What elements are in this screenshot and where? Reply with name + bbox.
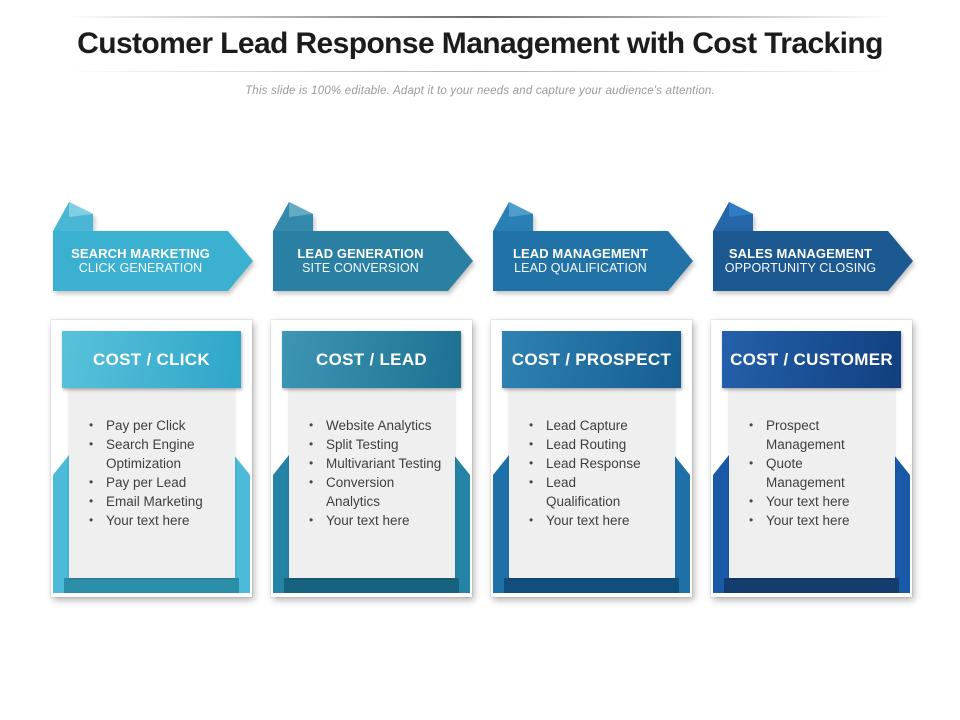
banner-line2: OPPORTUNITY CLOSING bbox=[724, 261, 877, 275]
bullet-dot-icon: • bbox=[749, 418, 754, 432]
list-item: •Your text here bbox=[89, 513, 190, 528]
card-body: •Website Analytics •Split Testing •Multi… bbox=[289, 388, 455, 578]
list-item: •Search Engine Optimization bbox=[89, 437, 195, 471]
list-item: •Your text here bbox=[309, 513, 410, 528]
list-item: •Pay per Click bbox=[89, 418, 186, 433]
banner-label-lead-management: LEAD MANAGEMENT LEAD QUALIFICATION bbox=[493, 231, 668, 291]
banner-line1: SEARCH MARKETING bbox=[71, 246, 210, 261]
list-item: •Website Analytics bbox=[309, 418, 432, 433]
bullet-dot-icon: • bbox=[309, 513, 314, 527]
bullet-dot-icon: • bbox=[309, 418, 314, 432]
bullet-list: •Pay per Click •Search Engine Optimizati… bbox=[69, 388, 235, 530]
list-item: •Lead Capture bbox=[529, 418, 628, 433]
bullet-dot-icon: • bbox=[529, 475, 534, 489]
bullet-dot-icon: • bbox=[529, 437, 534, 451]
card-header: COST / PROSPECT bbox=[502, 331, 681, 388]
banner-line2: CLICK GENERATION bbox=[78, 261, 203, 275]
list-item: •Quote Management bbox=[749, 456, 845, 490]
card-header: COST / CUSTOMER bbox=[722, 331, 901, 388]
list-item: •Your text here bbox=[749, 513, 850, 528]
banner-arrow-sales-management bbox=[713, 202, 913, 291]
banner-line1: SALES MANAGEMENT bbox=[728, 246, 873, 261]
list-item: •Lead Qualification bbox=[529, 475, 621, 509]
bullet-dot-icon: • bbox=[529, 456, 534, 470]
slide-subtitle: This slide is 100% editable. Adapt it to… bbox=[245, 85, 715, 97]
bullet-list: •Website Analytics •Split Testing •Multi… bbox=[289, 388, 455, 530]
banner-arrow-lead-management bbox=[493, 202, 693, 291]
card-body: •Lead Capture •Lead Routing •Lead Respon… bbox=[509, 388, 675, 578]
bullet-dot-icon: • bbox=[529, 418, 534, 432]
list-item: •Split Testing bbox=[309, 437, 399, 452]
list-item: •Pay per Lead bbox=[89, 475, 187, 490]
bullet-dot-icon: • bbox=[309, 437, 314, 451]
bullet-list: •Prospect Management •Quote Management •… bbox=[729, 388, 895, 530]
ribbon-fold-icon bbox=[289, 202, 313, 217]
top-divider-line bbox=[65, 16, 895, 18]
banner-line2: SITE CONVERSION bbox=[302, 261, 419, 275]
ribbon-fold-icon bbox=[729, 202, 753, 217]
cost-card-click: COST / CLICK •Pay per Click •Search Engi… bbox=[51, 320, 252, 597]
bullet-dot-icon: • bbox=[749, 513, 754, 527]
banner-line2: LEAD QUALIFICATION bbox=[514, 261, 647, 275]
bullet-list: •Lead Capture •Lead Routing •Lead Respon… bbox=[509, 388, 675, 530]
cost-card-lead: COST / LEAD •Website Analytics •Split Te… bbox=[271, 320, 472, 597]
bullet-dot-icon: • bbox=[89, 513, 94, 527]
title-divider-line bbox=[65, 71, 895, 72]
banner-arrow-search-marketing bbox=[53, 202, 253, 291]
list-item: •Lead Routing bbox=[529, 437, 627, 452]
cost-card-customer: COST / CUSTOMER •Prospect Management •Qu… bbox=[711, 320, 912, 597]
card-header: COST / LEAD bbox=[282, 331, 461, 388]
list-item: •Lead Response bbox=[529, 456, 641, 471]
bullet-dot-icon: • bbox=[89, 475, 94, 489]
bullet-dot-icon: • bbox=[749, 494, 754, 508]
banner-label-search-marketing: SEARCH MARKETING CLICK GENERATION bbox=[53, 231, 228, 291]
bullet-dot-icon: • bbox=[749, 456, 754, 470]
banner-line1: LEAD GENERATION bbox=[297, 246, 424, 261]
card-body: •Prospect Management •Quote Management •… bbox=[729, 388, 895, 578]
banner-label-sales-management: SALES MANAGEMENT OPPORTUNITY CLOSING bbox=[713, 231, 888, 291]
ribbon-fold-icon bbox=[509, 202, 533, 217]
bullet-dot-icon: • bbox=[89, 437, 94, 451]
banner-label-lead-generation: LEAD GENERATION SITE CONVERSION bbox=[273, 231, 448, 291]
bullet-dot-icon: • bbox=[89, 418, 94, 432]
bullet-dot-icon: • bbox=[309, 456, 314, 470]
ribbon-fold-icon bbox=[69, 202, 93, 217]
bullet-dot-icon: • bbox=[89, 494, 94, 508]
banner-arrow-lead-generation bbox=[273, 202, 473, 291]
banner-line1: LEAD MANAGEMENT bbox=[512, 246, 649, 261]
list-item: •Multivariant Testing bbox=[309, 456, 442, 471]
bullet-dot-icon: • bbox=[309, 475, 314, 489]
list-item: •Email Marketing bbox=[89, 494, 203, 509]
list-item: •Conversion Analytics bbox=[309, 475, 395, 509]
list-item: •Your text here bbox=[749, 494, 850, 509]
card-body: •Pay per Click •Search Engine Optimizati… bbox=[69, 388, 235, 578]
card-header: COST / CLICK bbox=[62, 331, 241, 388]
slide-title: Customer Lead Response Management with C… bbox=[77, 27, 883, 60]
list-item: •Prospect Management bbox=[749, 418, 845, 452]
bullet-dot-icon: • bbox=[529, 513, 534, 527]
cost-card-prospect: COST / PROSPECT •Lead Capture •Lead Rout… bbox=[491, 320, 692, 597]
list-item: •Your text here bbox=[529, 513, 630, 528]
